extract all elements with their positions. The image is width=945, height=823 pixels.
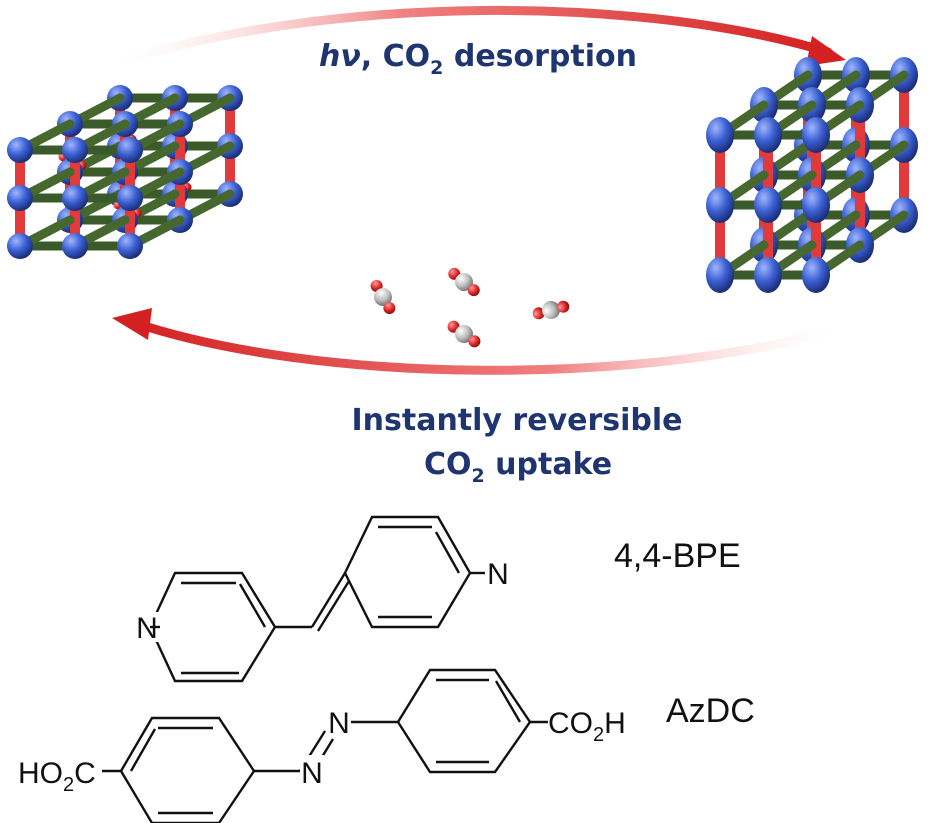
metal-node: [802, 187, 830, 223]
n-mask: [300, 755, 324, 783]
co-text: CO: [424, 447, 472, 482]
n-mask: [485, 558, 511, 588]
desorption-label: hν, CO2 desorption: [319, 39, 637, 79]
metal-node: [754, 187, 782, 223]
bpe-name: 4,4-BPE: [614, 537, 741, 575]
bpe-n-right: N: [487, 558, 509, 591]
desorbed-framework: [706, 57, 918, 293]
metal-node: [754, 117, 782, 153]
azdc-structure: [102, 668, 548, 823]
n-mask: [327, 708, 351, 736]
azdc-n-top: N: [328, 707, 350, 740]
azdc-group-left: HO2C: [18, 757, 96, 796]
loaded-framework: [7, 85, 243, 259]
uptake-arrow: [112, 308, 840, 375]
metal-node: [802, 117, 830, 153]
metal-node: [706, 187, 734, 223]
co-text: , CO: [361, 39, 430, 74]
metal-node: [7, 137, 33, 163]
metal-node: [706, 117, 734, 153]
azdc-name: AzDC: [666, 692, 755, 730]
azdc-group-right: CO2H: [548, 707, 626, 746]
metal-node: [62, 233, 88, 259]
metal-node: [117, 233, 143, 259]
metal-node: [706, 257, 734, 293]
metal-node: [117, 137, 143, 163]
co2-molecule: [364, 278, 402, 316]
azdc-n-bottom: N: [301, 757, 323, 790]
metal-node: [62, 137, 88, 163]
uptake-text: uptake: [485, 447, 612, 482]
desorption-arrow: [115, 5, 846, 67]
uptake-label-line2: CO2 uptake: [424, 447, 612, 487]
bpe-n-left: N: [136, 612, 158, 645]
uptake-label-line1: Instantly reversible: [351, 403, 682, 438]
metal-node: [62, 185, 88, 211]
hv-symbol: hν: [319, 39, 361, 74]
metal-node: [117, 185, 143, 211]
free-co2-molecules: [364, 265, 572, 352]
metal-node: [754, 257, 782, 293]
co2-molecule: [530, 289, 572, 331]
metal-node: [802, 257, 830, 293]
co2-molecule: [446, 316, 482, 352]
subscript-2: 2: [471, 465, 484, 487]
subscript-2: 2: [430, 57, 443, 79]
desorption-text: desorption: [443, 39, 637, 74]
bpe-structure: [148, 515, 472, 683]
metal-node: [7, 233, 33, 259]
metal-node: [7, 185, 33, 211]
co2-molecule: [447, 265, 481, 299]
